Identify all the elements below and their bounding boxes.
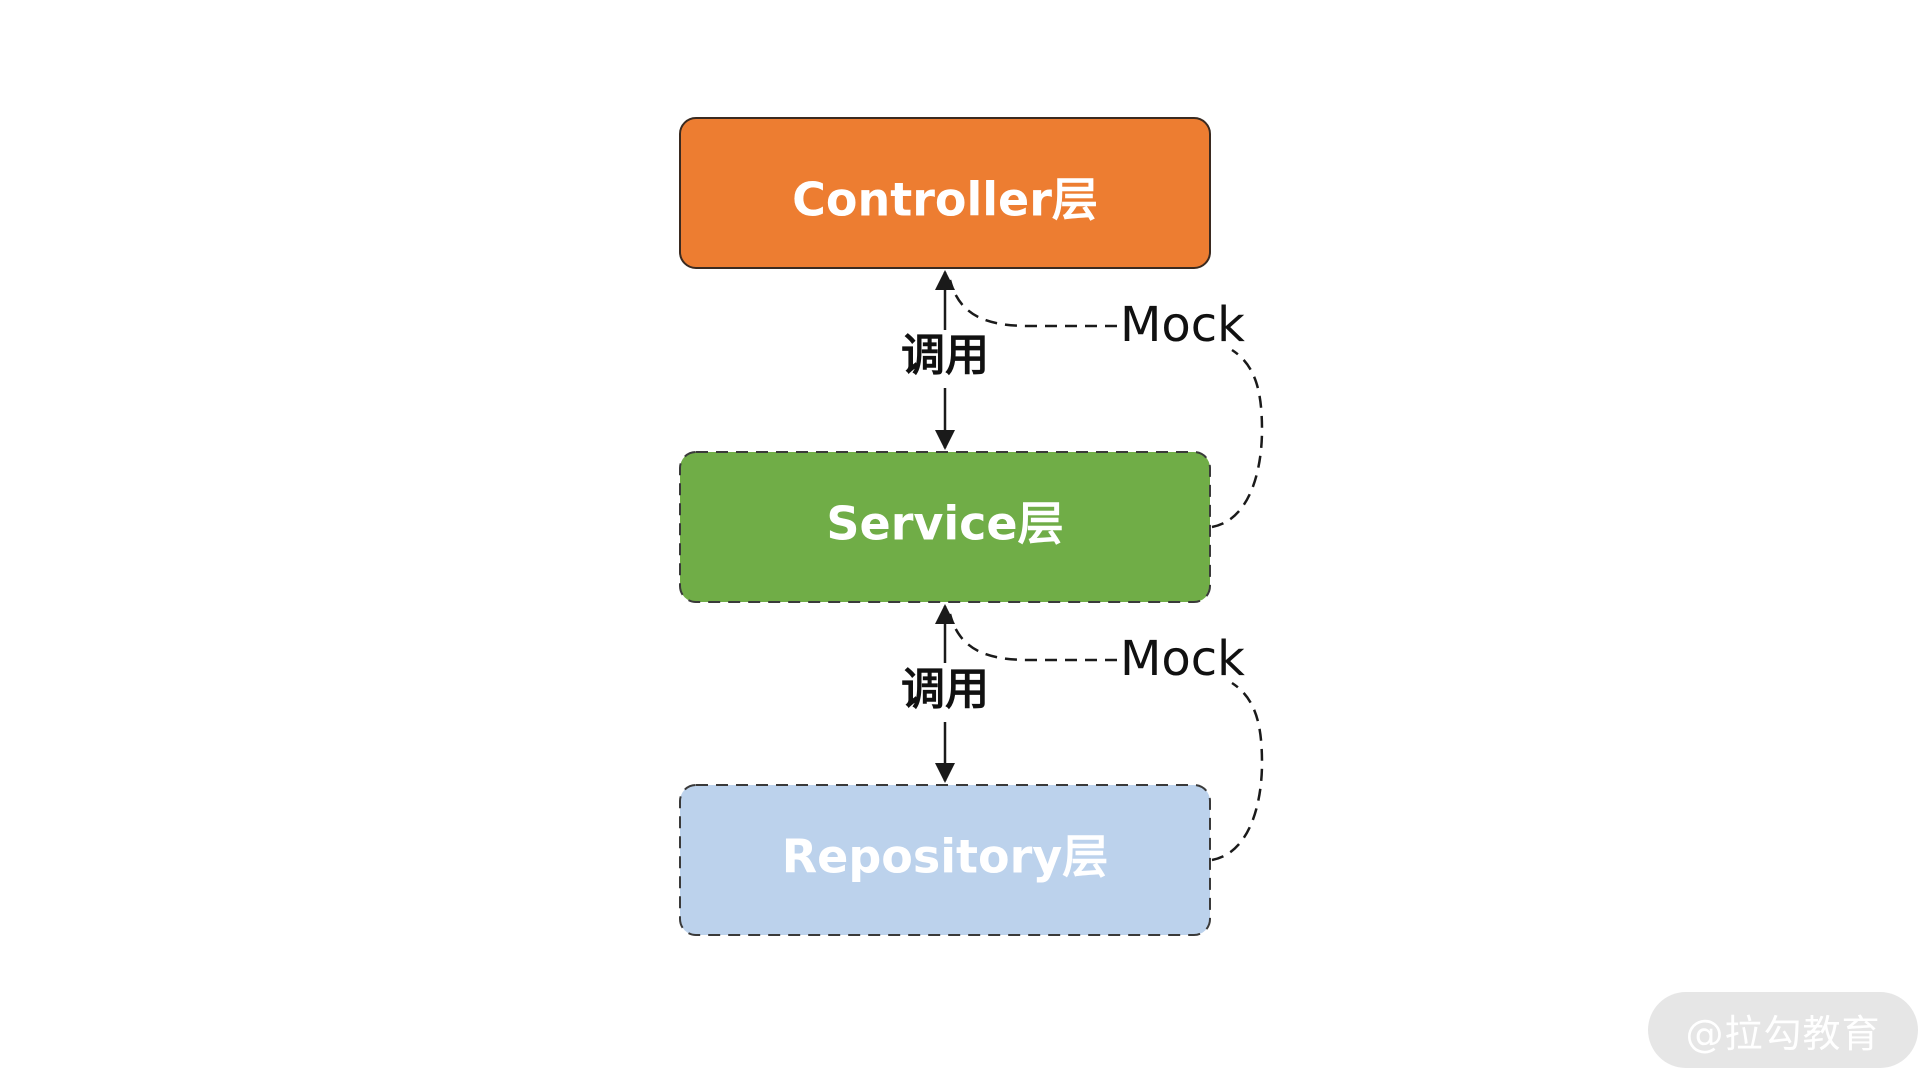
- watermark-text: @拉勾教育: [1685, 1011, 1881, 1056]
- mock-link-upper: [948, 279, 1117, 328]
- mock-label-upper: Mock: [1120, 297, 1245, 353]
- mock-curve-lower: [1211, 681, 1264, 862]
- repository-layer-rect: [679, 784, 1211, 936]
- watermark-badge: @拉勾教育: [1648, 992, 1918, 1068]
- mock-curve-upper: [1211, 348, 1264, 529]
- repository-layer-box: Repository层: [679, 784, 1211, 936]
- controller-layer-box: Controller层: [679, 117, 1211, 269]
- call-label-upper: 调用: [901, 330, 989, 381]
- service-layer-box: Service层: [679, 451, 1211, 603]
- service-layer-rect: [679, 451, 1211, 603]
- repository-layer-label: Repository层: [782, 830, 1109, 884]
- controller-layer-label: Controller层: [792, 173, 1098, 227]
- controller-layer-rect: [679, 117, 1211, 269]
- service-layer-label: Service层: [826, 497, 1063, 551]
- mock-link-lower: [948, 613, 1117, 662]
- call-label-lower: 调用: [901, 664, 989, 715]
- mock-label-lower: Mock: [1120, 631, 1245, 687]
